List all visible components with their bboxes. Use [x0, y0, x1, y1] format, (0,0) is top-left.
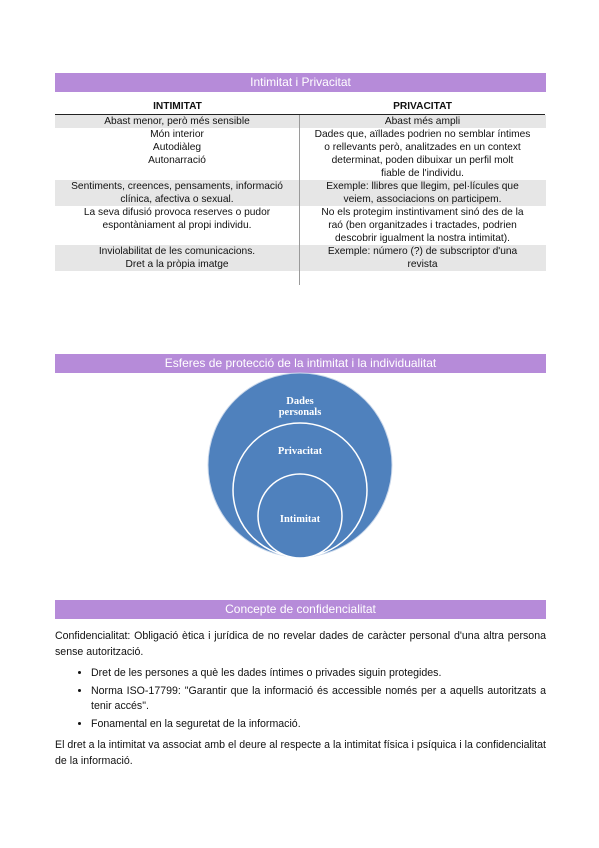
cell-line: revista — [407, 259, 438, 270]
table-row: Sentiments, creences, pensaments, inform… — [55, 180, 546, 206]
intro-paragraph: Confidencialitat: Obligació ètica i jurí… — [55, 630, 546, 658]
bullet-list: Dret de les persones a què les dades ínt… — [55, 666, 546, 732]
cell-line: Exemple: llibres que llegim, pel·lícules… — [326, 181, 519, 192]
table-cell-privacitat: Exemple: número (?) de subscriptor d'una… — [300, 245, 545, 271]
table-row: La seva difusió provoca reserves o pudor… — [55, 206, 546, 245]
section-title-confidencialitat: Concepte de confidencialitat — [55, 600, 546, 619]
cell-line: Exemple: número (?) de subscriptor d'una — [327, 246, 518, 257]
cell-line: clínica, afectiva o sexual. — [120, 194, 234, 205]
cell-line: veiem, associacions on participem. — [343, 194, 502, 205]
cell-line: Autonarració — [148, 155, 206, 166]
cell-line: Dades que, aïllades podrien no semblar í… — [314, 129, 531, 140]
table-row: Inviolabilitat de les comunicacions. Dret… — [55, 245, 546, 271]
section-title-intimitat-privacitat: Intimitat i Privacitat — [55, 73, 546, 92]
table-header-row: INTIMITAT PRIVACITAT — [55, 99, 546, 115]
section-title-esferes: Esferes de protecció de la intimitat i l… — [55, 354, 546, 373]
table-tail — [55, 271, 546, 285]
bullet-item: Norma ISO-17799: "Garantir que la inform… — [91, 684, 546, 715]
label-privacitat: Privacitat — [278, 446, 323, 457]
label-dades: Dades — [286, 396, 313, 407]
cell-line: Abast més ampli — [384, 116, 461, 127]
cell-line: No els protegim instintivament sinó des … — [321, 207, 524, 218]
table-cell-privacitat: No els protegim instintivament sinó des … — [300, 206, 545, 245]
cell-line: Sentiments, creences, pensaments, inform… — [71, 181, 283, 192]
confidencialitat-body: Confidencialitat: Obligació ètica i jurí… — [55, 629, 546, 769]
bullet-item: Fonamental en la seguretat de la informa… — [91, 717, 546, 733]
label-personals: personals — [279, 407, 322, 418]
sphere-intimitat — [257, 473, 343, 559]
table-cell-privacitat: Dades que, aïllades podrien no semblar í… — [300, 128, 545, 180]
spheres-diagram: Dades personals Privacitat Intimitat — [207, 372, 393, 559]
cell-line: raó (ben organitzades i tractades, podri… — [328, 220, 517, 231]
cell-line: Autodiàleg — [152, 142, 202, 153]
cell-line: Món interior — [150, 129, 204, 140]
label-intimitat: Intimitat — [280, 514, 321, 525]
cell-line: La seva difusió provoca reserves o pudor — [83, 207, 271, 218]
table-body: Abast menor, però més sensible Abast més … — [55, 115, 546, 285]
table-cell-intimitat: Sentiments, creences, pensaments, inform… — [55, 180, 300, 206]
column-header-privacitat: PRIVACITAT — [300, 99, 545, 115]
cell-line: Dret a la pròpia imatge — [125, 259, 229, 270]
column-header-intimitat: INTIMITAT — [55, 99, 300, 115]
table-tail-left — [55, 271, 300, 285]
table-row: Abast menor, però més sensible Abast més … — [55, 115, 546, 128]
cell-line: espontàniament al propi individu. — [102, 220, 252, 231]
cell-line: o rellevants però, analitzades en un con… — [324, 142, 521, 153]
cell-line: Inviolabilitat de les comunicacions. — [98, 246, 256, 257]
cell-line: fiable de l'individu. — [381, 168, 464, 179]
cell-line: Abast menor, però més sensible — [104, 116, 250, 127]
closing-paragraph: El dret a la intimitat va associat amb e… — [55, 739, 546, 767]
table-cell-intimitat: Inviolabilitat de les comunicacions. Dret… — [55, 245, 300, 271]
bullet-item: Dret de les persones a què les dades ínt… — [91, 666, 546, 682]
comparison-table: INTIMITAT PRIVACITAT Abast menor, però m… — [55, 99, 546, 285]
table-tail-right — [300, 271, 545, 285]
cell-line: descobrir igualment la nostra intimitat)… — [335, 233, 510, 244]
table-cell-privacitat: Abast més ampli — [300, 115, 545, 128]
table-cell-privacitat: Exemple: llibres que llegim, pel·lícules… — [300, 180, 545, 206]
table-cell-intimitat: La seva difusió provoca reserves o pudor… — [55, 206, 300, 245]
table-cell-intimitat: Abast menor, però més sensible — [55, 115, 300, 128]
cell-line: determinat, poden dibuixar un perfil mol… — [331, 155, 514, 166]
